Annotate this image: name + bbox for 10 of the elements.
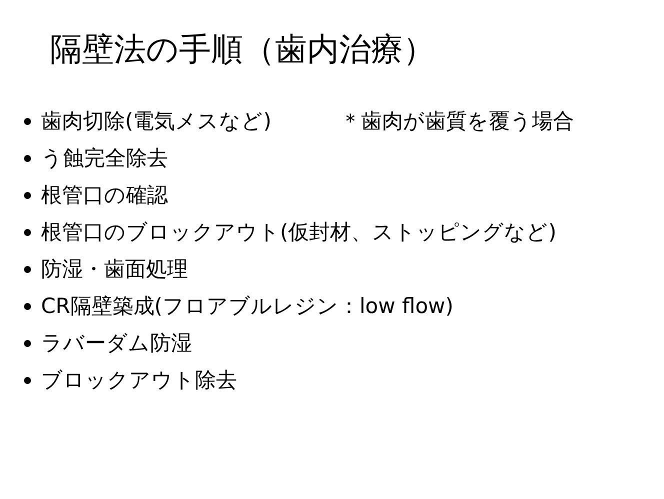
list-item-text: 防湿・歯面処理	[41, 256, 188, 283]
list-item-text: う蝕完全除去	[41, 145, 168, 172]
list-item-text: 歯肉切除(電気メスなど)	[41, 108, 272, 135]
list-item-text: CR隔壁築成(フロアブルレジン：low flow)	[41, 293, 454, 320]
slide-title: 隔壁法の手順（歯内治療）	[50, 29, 435, 70]
note-text: ＊歯肉が歯質を覆う場合	[340, 108, 574, 135]
list-item-text: 根管口のブロックアウト(仮封材、ストッピングなど)	[41, 219, 556, 246]
list-item-text: ラバーダム防湿	[41, 330, 192, 357]
list-item-text: ブロックアウト除去	[41, 367, 237, 394]
list-item-text: 根管口の確認	[41, 182, 168, 209]
